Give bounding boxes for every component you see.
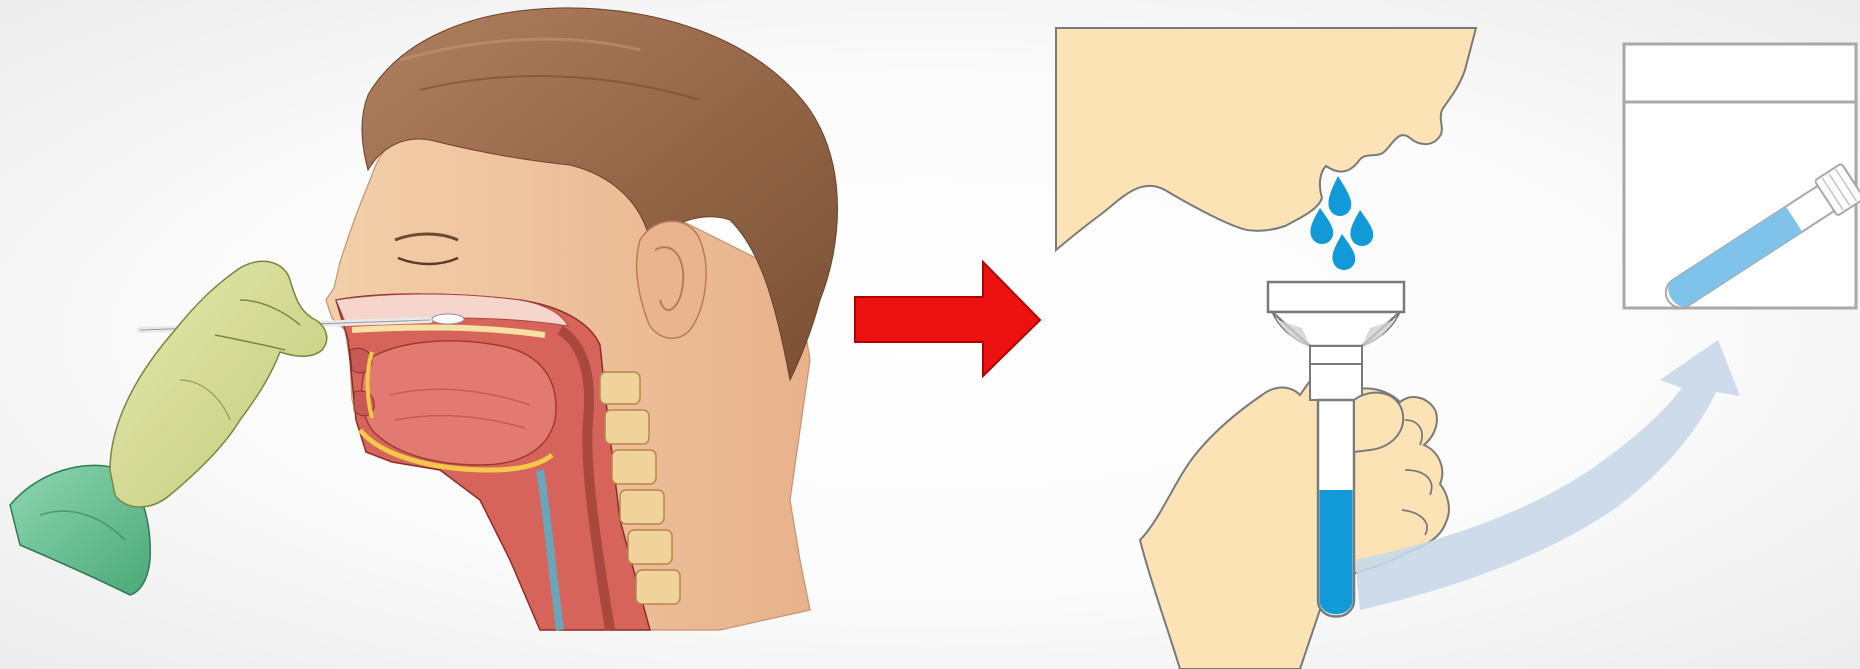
ear xyxy=(637,221,706,338)
gloved-hand xyxy=(110,261,327,507)
face-profile xyxy=(1056,28,1476,250)
collection-tube xyxy=(1318,400,1354,617)
swab-tip xyxy=(432,314,464,324)
saliva-drop xyxy=(1310,208,1333,244)
nasal-swab-anatomy-illustration xyxy=(10,8,838,630)
specimen-bag-tube-illustration xyxy=(1624,44,1860,318)
saliva-drop xyxy=(1350,210,1373,246)
red-arrow-icon xyxy=(855,262,1040,376)
collection-funnel xyxy=(1268,282,1404,400)
saliva-drop xyxy=(1328,176,1351,216)
